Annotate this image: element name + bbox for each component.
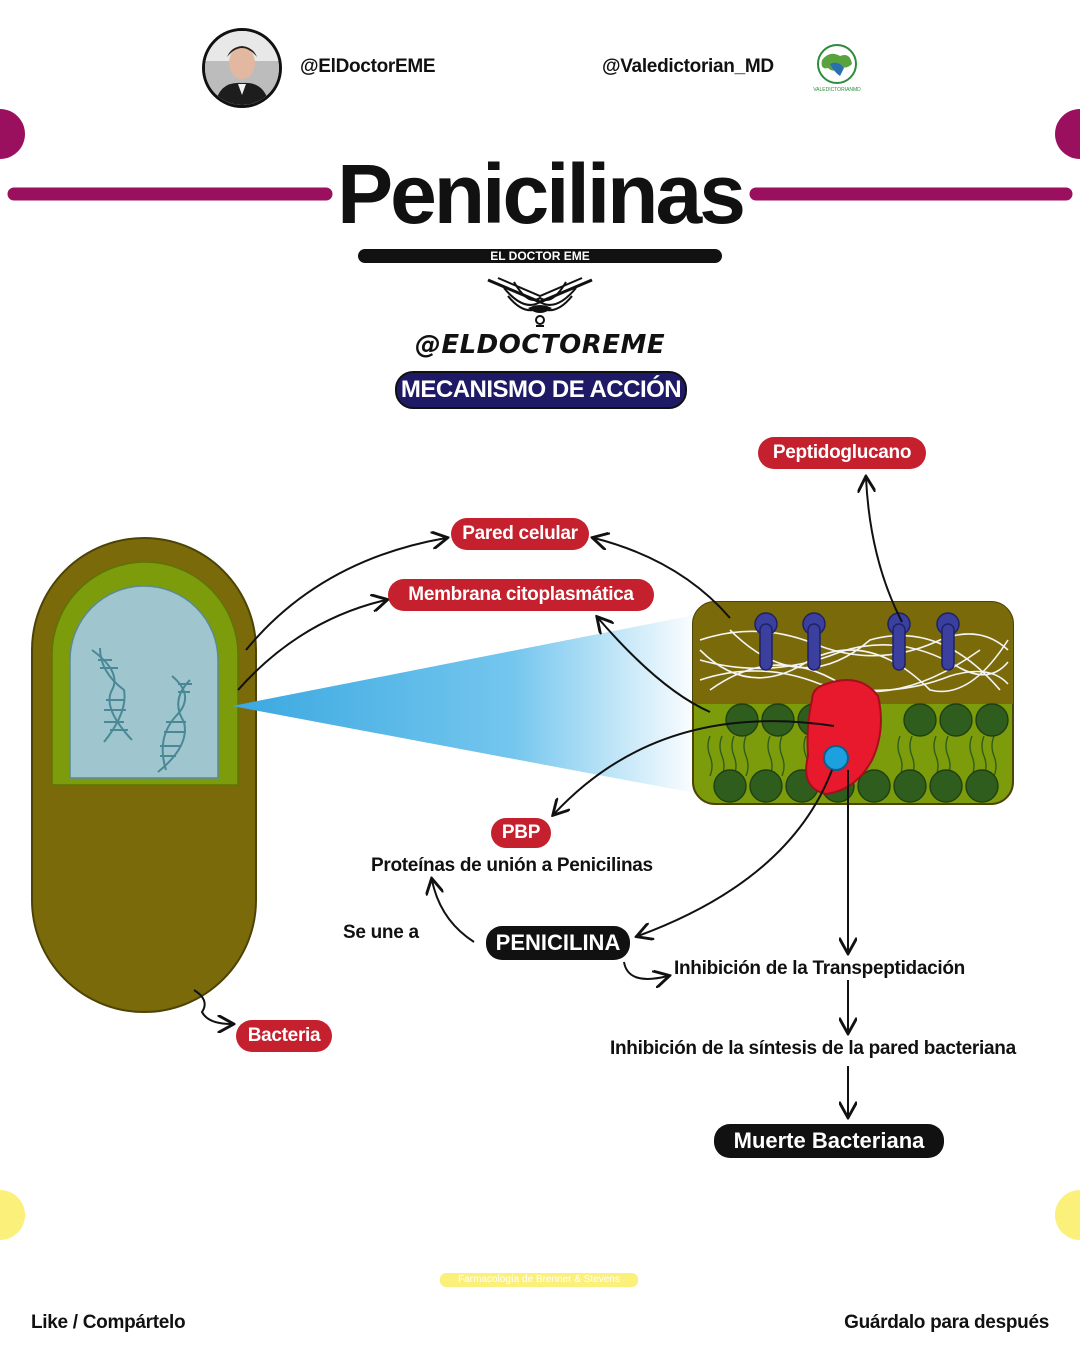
label-bacteria: Bacteria <box>236 1020 332 1052</box>
brand-emblem <box>484 272 596 330</box>
label-pbp-full: Proteínas de unión a Penicilinas <box>371 855 653 876</box>
handle-right[interactable]: @Valedictorian_MD <box>602 56 774 77</box>
dna-icon <box>157 675 192 773</box>
stylized-handle: @ELDOCTOREME <box>414 330 666 360</box>
label-muerte-bacteriana: Muerte Bacteriana <box>714 1124 944 1158</box>
footer-save-later[interactable]: Guárdalo para después <box>844 1312 1049 1333</box>
section-title: MECANISMO DE ACCIÓN <box>395 371 687 409</box>
credit-bar: Farmacología de Brenner & Stevens <box>440 1273 638 1287</box>
label-pbp: PBP <box>491 818 551 848</box>
label-inhibicion-sintesis: Inhibición de la síntesis de la pared ba… <box>610 1038 1016 1059</box>
diagram-arrows <box>193 478 903 1116</box>
zoom-cone <box>232 614 700 794</box>
membrane-proteins <box>754 612 960 671</box>
corner-circle-top-left <box>0 109 25 159</box>
cell-wall-detail <box>692 601 1014 805</box>
label-peptidoglucano: Peptidoglucano <box>758 437 926 469</box>
label-membrana: Membrana citoplasmática <box>388 579 654 611</box>
avatar[interactable] <box>202 28 282 108</box>
label-pared-celular: Pared celular <box>451 518 589 550</box>
penicillin-binding-site <box>823 745 849 771</box>
bacterium <box>31 537 257 1013</box>
pbp-protein <box>805 679 882 796</box>
label-se-une-a: Se une a <box>343 922 419 943</box>
corner-circle-bottom-left <box>0 1190 25 1240</box>
page-title: Penicilinas <box>337 147 746 241</box>
subtitle-bar: EL DOCTOR EME <box>358 249 722 263</box>
corner-circle-bottom-right <box>1055 1190 1080 1240</box>
dna-icon <box>91 647 133 743</box>
svg-text:VALEDICTORIANMD: VALEDICTORIANMD <box>813 87 861 93</box>
avatar-image <box>205 31 279 105</box>
corner-circle-top-right <box>1055 109 1080 159</box>
valedictorian-logo: VALEDICTORIANMD <box>800 42 874 94</box>
label-penicilina: PENICILINA <box>486 926 630 960</box>
label-inhibicion-transpeptidacion: Inhibición de la Transpeptidación <box>674 958 965 979</box>
handle-left[interactable]: @ElDoctorEME <box>300 56 436 77</box>
footer-like-share[interactable]: Like / Compártelo <box>31 1312 186 1333</box>
